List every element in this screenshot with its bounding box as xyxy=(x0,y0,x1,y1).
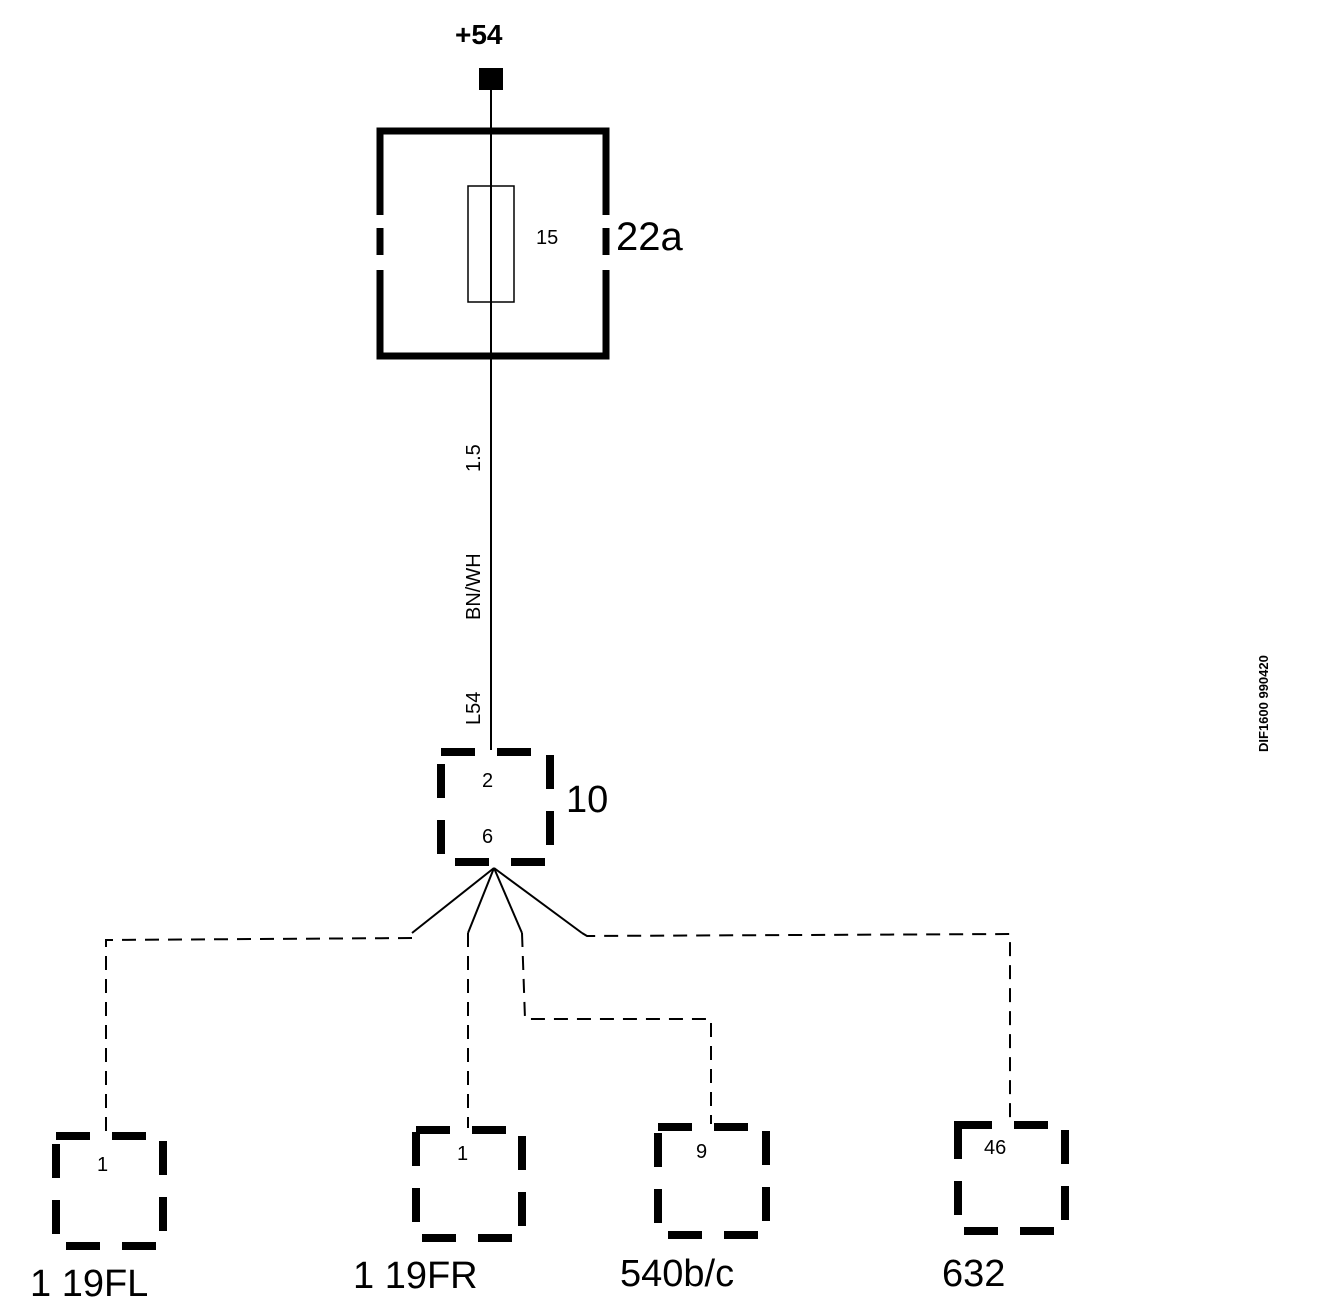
connector-box-2 xyxy=(412,1126,526,1242)
connector-id-1: 1 19FL xyxy=(30,1263,148,1305)
connector-id-4: 632 xyxy=(942,1253,1005,1295)
connector-pin-1: 1 xyxy=(97,1154,108,1176)
supply-terminal xyxy=(479,68,503,90)
splice-box xyxy=(437,748,554,866)
connector-box-4 xyxy=(954,1121,1069,1235)
branch-wire-1 xyxy=(105,937,413,1132)
fanout-wires xyxy=(411,867,583,934)
splice-id: 10 xyxy=(566,779,608,821)
connector-pin-2: 1 xyxy=(457,1143,468,1165)
splice-pin-in: 2 xyxy=(482,770,493,792)
supply-label: +54 xyxy=(455,19,503,50)
connector-id-2: 1 19FR xyxy=(353,1255,478,1297)
fuse-box-id: 22a xyxy=(616,215,683,259)
connector-box-1 xyxy=(52,1132,167,1250)
wire-color: BN/WH xyxy=(463,553,485,620)
wire-circuit: L54 xyxy=(463,692,485,725)
connector-pin-3: 9 xyxy=(696,1141,707,1163)
branch-wire-3 xyxy=(521,932,712,1124)
connector-box-3 xyxy=(654,1123,770,1239)
wire-size: 1.5 xyxy=(463,444,485,472)
connector-id-3: 540b/c xyxy=(620,1253,734,1295)
connector-pin-4: 46 xyxy=(984,1137,1006,1159)
splice-pin-out: 6 xyxy=(482,826,493,848)
fuse-box xyxy=(376,127,610,360)
fuse-number: 15 xyxy=(536,227,558,249)
branch-wire-4 xyxy=(581,932,1011,1122)
document-code: DIF1600 990420 xyxy=(1256,655,1271,752)
